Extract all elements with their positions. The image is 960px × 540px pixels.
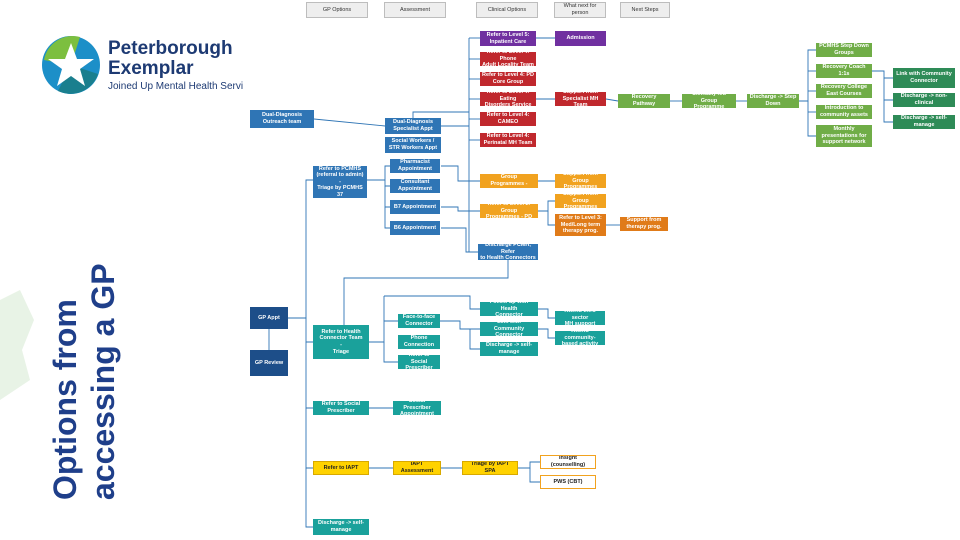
brand-name-line1: Peterborough (108, 38, 233, 59)
node-discharge-pcmh: Discharge PCMH, Refer to Health Connecto… (478, 244, 538, 260)
connector-line-43 (369, 320, 398, 343)
connector-line-55 (529, 468, 540, 483)
node-monthly-network: Monthly presentations for support networ… (816, 125, 872, 147)
connector-line-38 (807, 101, 816, 137)
node-social-workers: Social Workers / STR Workers Appt (385, 137, 441, 153)
connector-line-50 (538, 328, 555, 339)
connector-line-15 (441, 165, 480, 182)
node-support-group-1: Support from Group Programmes (555, 174, 606, 188)
node-admission: Admission (555, 31, 606, 46)
background-shape (0, 290, 34, 400)
node-link-community: Link with Community Connector (480, 322, 538, 336)
column-header-1: GP Options (306, 2, 368, 18)
node-third-sector: Attend third sector MH support (555, 311, 605, 325)
connector-line-42 (343, 260, 509, 325)
node-refer-social-2: Refer to Social Prescriber (313, 401, 369, 415)
node-refer-social-1: Refer to Social Prescriber (398, 355, 440, 369)
node-discharge-selfmanage-top: Discharge -> self- manage (893, 115, 955, 129)
connector-line-17 (441, 227, 478, 253)
node-recovery-coach: Recovery Coach 1:1s (816, 64, 872, 78)
node-discharge-nonclinical: Discharge -> non-clinical (893, 93, 955, 107)
connector-line-29 (547, 211, 555, 226)
node-l2-cmhs: Refer to Level 2: Group Programmes - CMH… (480, 174, 538, 188)
node-social-appt: Social Prescriber Appointment (393, 401, 441, 415)
node-clinical-group: Clinically-led Group Programme (682, 94, 736, 108)
connector-line-44 (383, 342, 398, 363)
connector-line-8 (313, 118, 386, 127)
node-discharge-step: Discharge -> Step Down (747, 94, 799, 108)
brand-name-line2: Exemplar (108, 58, 194, 79)
node-support-therapy: Support from therapy prog. (620, 217, 668, 231)
column-header-4: What next for person (554, 2, 606, 18)
node-discharge-selfmanage-mid: Discharge -> self- manage (480, 342, 538, 356)
node-iapt-assessment: IAPT Assessment (393, 461, 441, 475)
star-logo-icon (42, 36, 100, 94)
node-l2-pd: Refer to Level 2: Group Programmes - PD (480, 204, 538, 218)
node-l4-eating: Refer to Level 4: Eating Disorders Servi… (480, 92, 536, 106)
connector-line-48 (460, 328, 480, 350)
connector-line-4 (305, 408, 313, 469)
node-l4-pd: Refer to Level 4: PD Core Group (480, 72, 536, 86)
node-consultant: Consultant Appointment (390, 179, 440, 193)
connector-line-13 (412, 111, 469, 118)
connector-line-39 (872, 70, 893, 79)
node-insight: Insight (counselling) (540, 455, 596, 469)
connector-line-47 (440, 320, 480, 330)
node-b6: B6 Appointment (390, 221, 440, 235)
connector-line-28 (538, 200, 555, 212)
node-l4-perinatal: Refer to Level 4: Perinatal MH Team (480, 133, 536, 147)
connector-line-3 (305, 342, 313, 409)
connector-line-40 (883, 78, 893, 101)
node-community-activity: Attend community- based activity (555, 331, 605, 345)
connector-line-54 (518, 461, 540, 469)
node-refer-iapt: Refer to IAPT (313, 461, 369, 475)
column-header-5: Next Steps (620, 2, 670, 18)
connector-line-49 (538, 308, 555, 319)
node-l4-adult: Refer to Level 4: Phone Adult Locality T… (480, 52, 536, 66)
column-header-2: Assessment (384, 2, 446, 18)
connector-line-9 (367, 165, 390, 181)
node-dual-outreach: Dual-Diagnosis Outreach team (250, 110, 314, 128)
node-recovery-pathway: Recovery Pathway (618, 94, 670, 108)
node-phone-connection: Phone Connection (398, 335, 440, 349)
node-dual-spec: Dual-Diagnosis Specialist Appt (385, 118, 441, 134)
node-recovery-college: Recovery College East Courses (816, 84, 872, 98)
node-pcmhs-step: PCMHS Step Down Groups (816, 43, 872, 57)
node-support-group-2: Support from Group Programmes (555, 194, 606, 208)
node-face-to-face: Face-to-face Connector (398, 314, 440, 328)
node-discharge-selfmanage-bottom: Discharge -> self- manage (313, 519, 369, 535)
connector-line-16 (441, 206, 480, 212)
node-l4-cameo: Refer to Level 4: CAMEO (480, 112, 536, 126)
node-b7: B7 Appointment (390, 200, 440, 214)
node-follow-up-hc: Follow up with Health Connector (480, 302, 538, 316)
node-support-spec: Support from Specialist MH Team (555, 92, 606, 106)
node-pharmacist: Pharmacist Appointment (390, 159, 440, 173)
connector-line-34 (799, 49, 816, 102)
connector-line-46 (384, 295, 480, 310)
node-intro-assets: Introduction to community assets (816, 105, 872, 119)
node-gp-appt: GP Appt (250, 307, 288, 329)
connector-line-12 (384, 207, 390, 229)
brand-tagline: Joined Up Mental Health Servi (108, 81, 244, 92)
column-header-3: Clinical Options (476, 2, 538, 18)
connector-line-41 (883, 100, 893, 123)
node-l5-inpatient: Refer to Level 5: Inpatient Care (480, 31, 536, 46)
connector-line-5 (305, 468, 313, 528)
node-l3-therapy: Refer to Level 3: Med/Long term therapy … (555, 214, 606, 236)
node-triage-iapt: Triage by IAPT SPA (462, 461, 518, 475)
node-pcmhs-referral: Refer to PCMHS (referral to admin) - Tri… (313, 166, 367, 198)
node-link-connector: Link with Community Connector (893, 68, 955, 88)
connector-line-2 (288, 317, 313, 343)
connector-line-1 (288, 179, 313, 319)
node-health-connector-team: Refer to Health Connector Team - Triage (313, 325, 369, 359)
node-pws: PWS (CBT) (540, 475, 596, 489)
node-gp-review: GP Review (250, 350, 288, 376)
connector-line-31 (605, 98, 619, 102)
